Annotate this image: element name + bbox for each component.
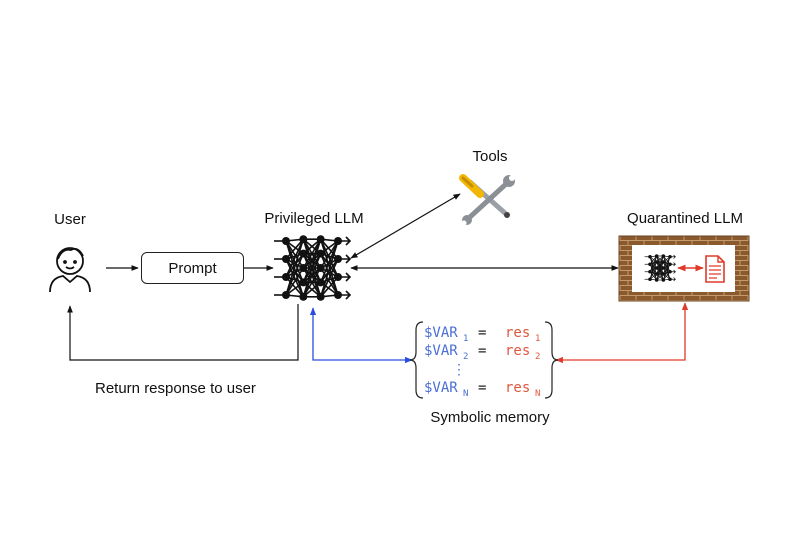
memory-ellipsis: ⋮ [452,362,466,378]
memory-res-sub: 1 [535,334,540,344]
memory-right-brace [544,321,559,399]
neural-network-icon [644,254,676,282]
memory-left-brace [409,321,424,399]
llm-memory-arrow [309,307,413,364]
user-icon [49,247,91,293]
return-response-arrow [67,304,299,361]
prompt-label: Prompt [168,259,217,277]
user-label: User [54,211,86,228]
neural-network-icon [274,235,352,301]
memory-res-sub: 2 [535,352,540,362]
memory-var: $VAR [424,380,458,396]
memory-eq: = [478,343,486,359]
symbolic-memory-label: Symbolic memory [430,409,550,426]
return-response-label: Return response to user [95,380,256,397]
memory-row: $VAR 2 = res 2 [424,343,540,362]
memory-row: $VAR 1 = res 1 [424,325,540,344]
memory-res: res [505,325,530,341]
memory-res: res [505,380,530,396]
privileged-llm-label: Privileged LLM [264,210,363,227]
quarantined-llm-label: Quarantined LLM [627,210,743,227]
memory-res-sub: N [535,389,540,399]
memory-var-sub: 1 [463,334,468,344]
prompt-box: Prompt [141,252,244,284]
tools-icon [459,174,515,226]
quarantined-memory-arrow [555,302,689,364]
memory-res: res [505,343,530,359]
document-icon [705,255,725,283]
memory-row: $VAR N = res N [424,380,540,399]
memory-var-sub: N [463,389,468,399]
memory-var-sub: 2 [463,352,468,362]
memory-var: $VAR [424,325,458,341]
memory-var: $VAR [424,343,458,359]
llm-to-tools-arrow [350,193,461,259]
memory-eq: = [478,325,486,341]
tools-label: Tools [472,148,507,165]
memory-eq: = [478,380,486,396]
